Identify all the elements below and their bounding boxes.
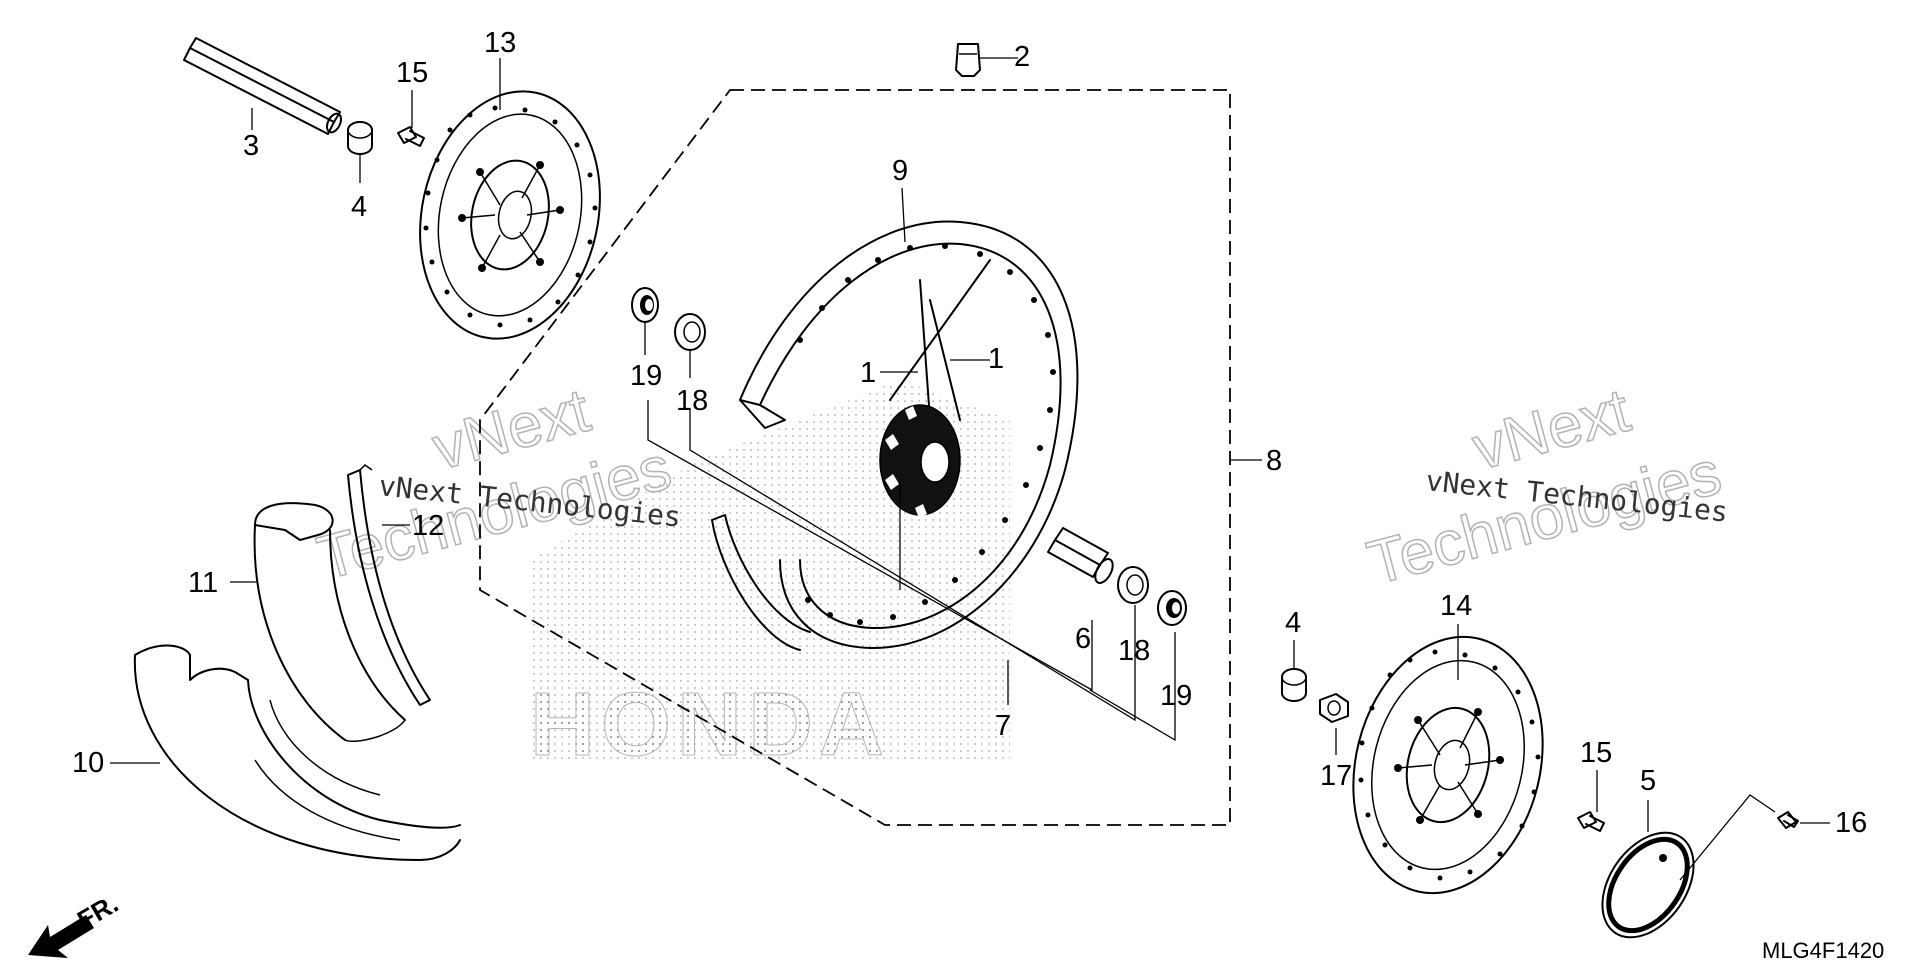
callout-18-right: 18 bbox=[1118, 635, 1150, 667]
callout-1-right: 1 bbox=[988, 343, 1004, 375]
callout-14: 14 bbox=[1440, 590, 1472, 622]
inner-tube bbox=[253, 502, 406, 742]
pulser-ring bbox=[1601, 831, 1695, 939]
callout-13: 13 bbox=[484, 27, 516, 59]
disc-bolt-right bbox=[1577, 811, 1605, 832]
callout-10: 10 bbox=[72, 747, 104, 779]
callout-11: 11 bbox=[188, 567, 218, 599]
watermark-layer: HONDA vNext Technologies vNext Technolog… bbox=[310, 375, 1729, 775]
callout-19-right: 19 bbox=[1160, 680, 1192, 712]
honda-watermark: HONDA bbox=[530, 675, 890, 775]
tire bbox=[133, 644, 461, 861]
callout-8: 8 bbox=[1266, 445, 1282, 477]
rim-band bbox=[347, 469, 431, 706]
pulser-screw bbox=[1777, 811, 1799, 829]
dust-seal-left bbox=[631, 287, 659, 323]
front-axle bbox=[183, 37, 343, 135]
disc-bolt-left bbox=[397, 126, 425, 147]
callout-12: 12 bbox=[412, 510, 444, 542]
diagram-code: MLG4F1420 bbox=[1762, 938, 1884, 960]
callout-18-left: 18 bbox=[676, 385, 708, 417]
callout-4-left: 4 bbox=[351, 191, 367, 223]
callout-9: 9 bbox=[892, 155, 908, 187]
callout-15-right: 15 bbox=[1580, 737, 1612, 769]
callout-6: 6 bbox=[1075, 623, 1091, 655]
bearing-right bbox=[1117, 566, 1149, 604]
callout-3: 3 bbox=[243, 130, 259, 162]
brake-disc-left bbox=[419, 90, 601, 340]
distance-collar bbox=[1047, 527, 1114, 584]
callout-15-left: 15 bbox=[396, 57, 428, 89]
spokes bbox=[889, 259, 991, 421]
side-collar-left bbox=[347, 121, 373, 155]
callout-2: 2 bbox=[1014, 41, 1030, 73]
callout-19-left: 19 bbox=[630, 360, 662, 392]
callout-1-left: 1 bbox=[860, 357, 876, 389]
callout-17: 17 bbox=[1320, 760, 1352, 792]
callout-4-right: 4 bbox=[1285, 607, 1301, 639]
brake-disc-right bbox=[1352, 635, 1544, 895]
side-collar-right bbox=[1281, 668, 1307, 702]
callout-5: 5 bbox=[1640, 765, 1656, 797]
callout-16: 16 bbox=[1835, 807, 1867, 839]
front-arrow-icon bbox=[28, 915, 94, 958]
dust-seal-right bbox=[1157, 590, 1187, 626]
wheel-rim bbox=[711, 220, 1079, 651]
leader-lines bbox=[110, 57, 1830, 881]
callouts: 3 4 15 13 2 9 1 1 8 19 18 6 18 19 7 11 1… bbox=[72, 27, 1867, 839]
valve-cap bbox=[955, 43, 981, 77]
callout-7: 7 bbox=[995, 710, 1011, 742]
axle-nut bbox=[1319, 693, 1349, 723]
front-direction-indicator: FR. bbox=[28, 888, 123, 958]
wheel-assembly-boundary bbox=[479, 89, 1231, 826]
bearing-left bbox=[674, 313, 706, 351]
